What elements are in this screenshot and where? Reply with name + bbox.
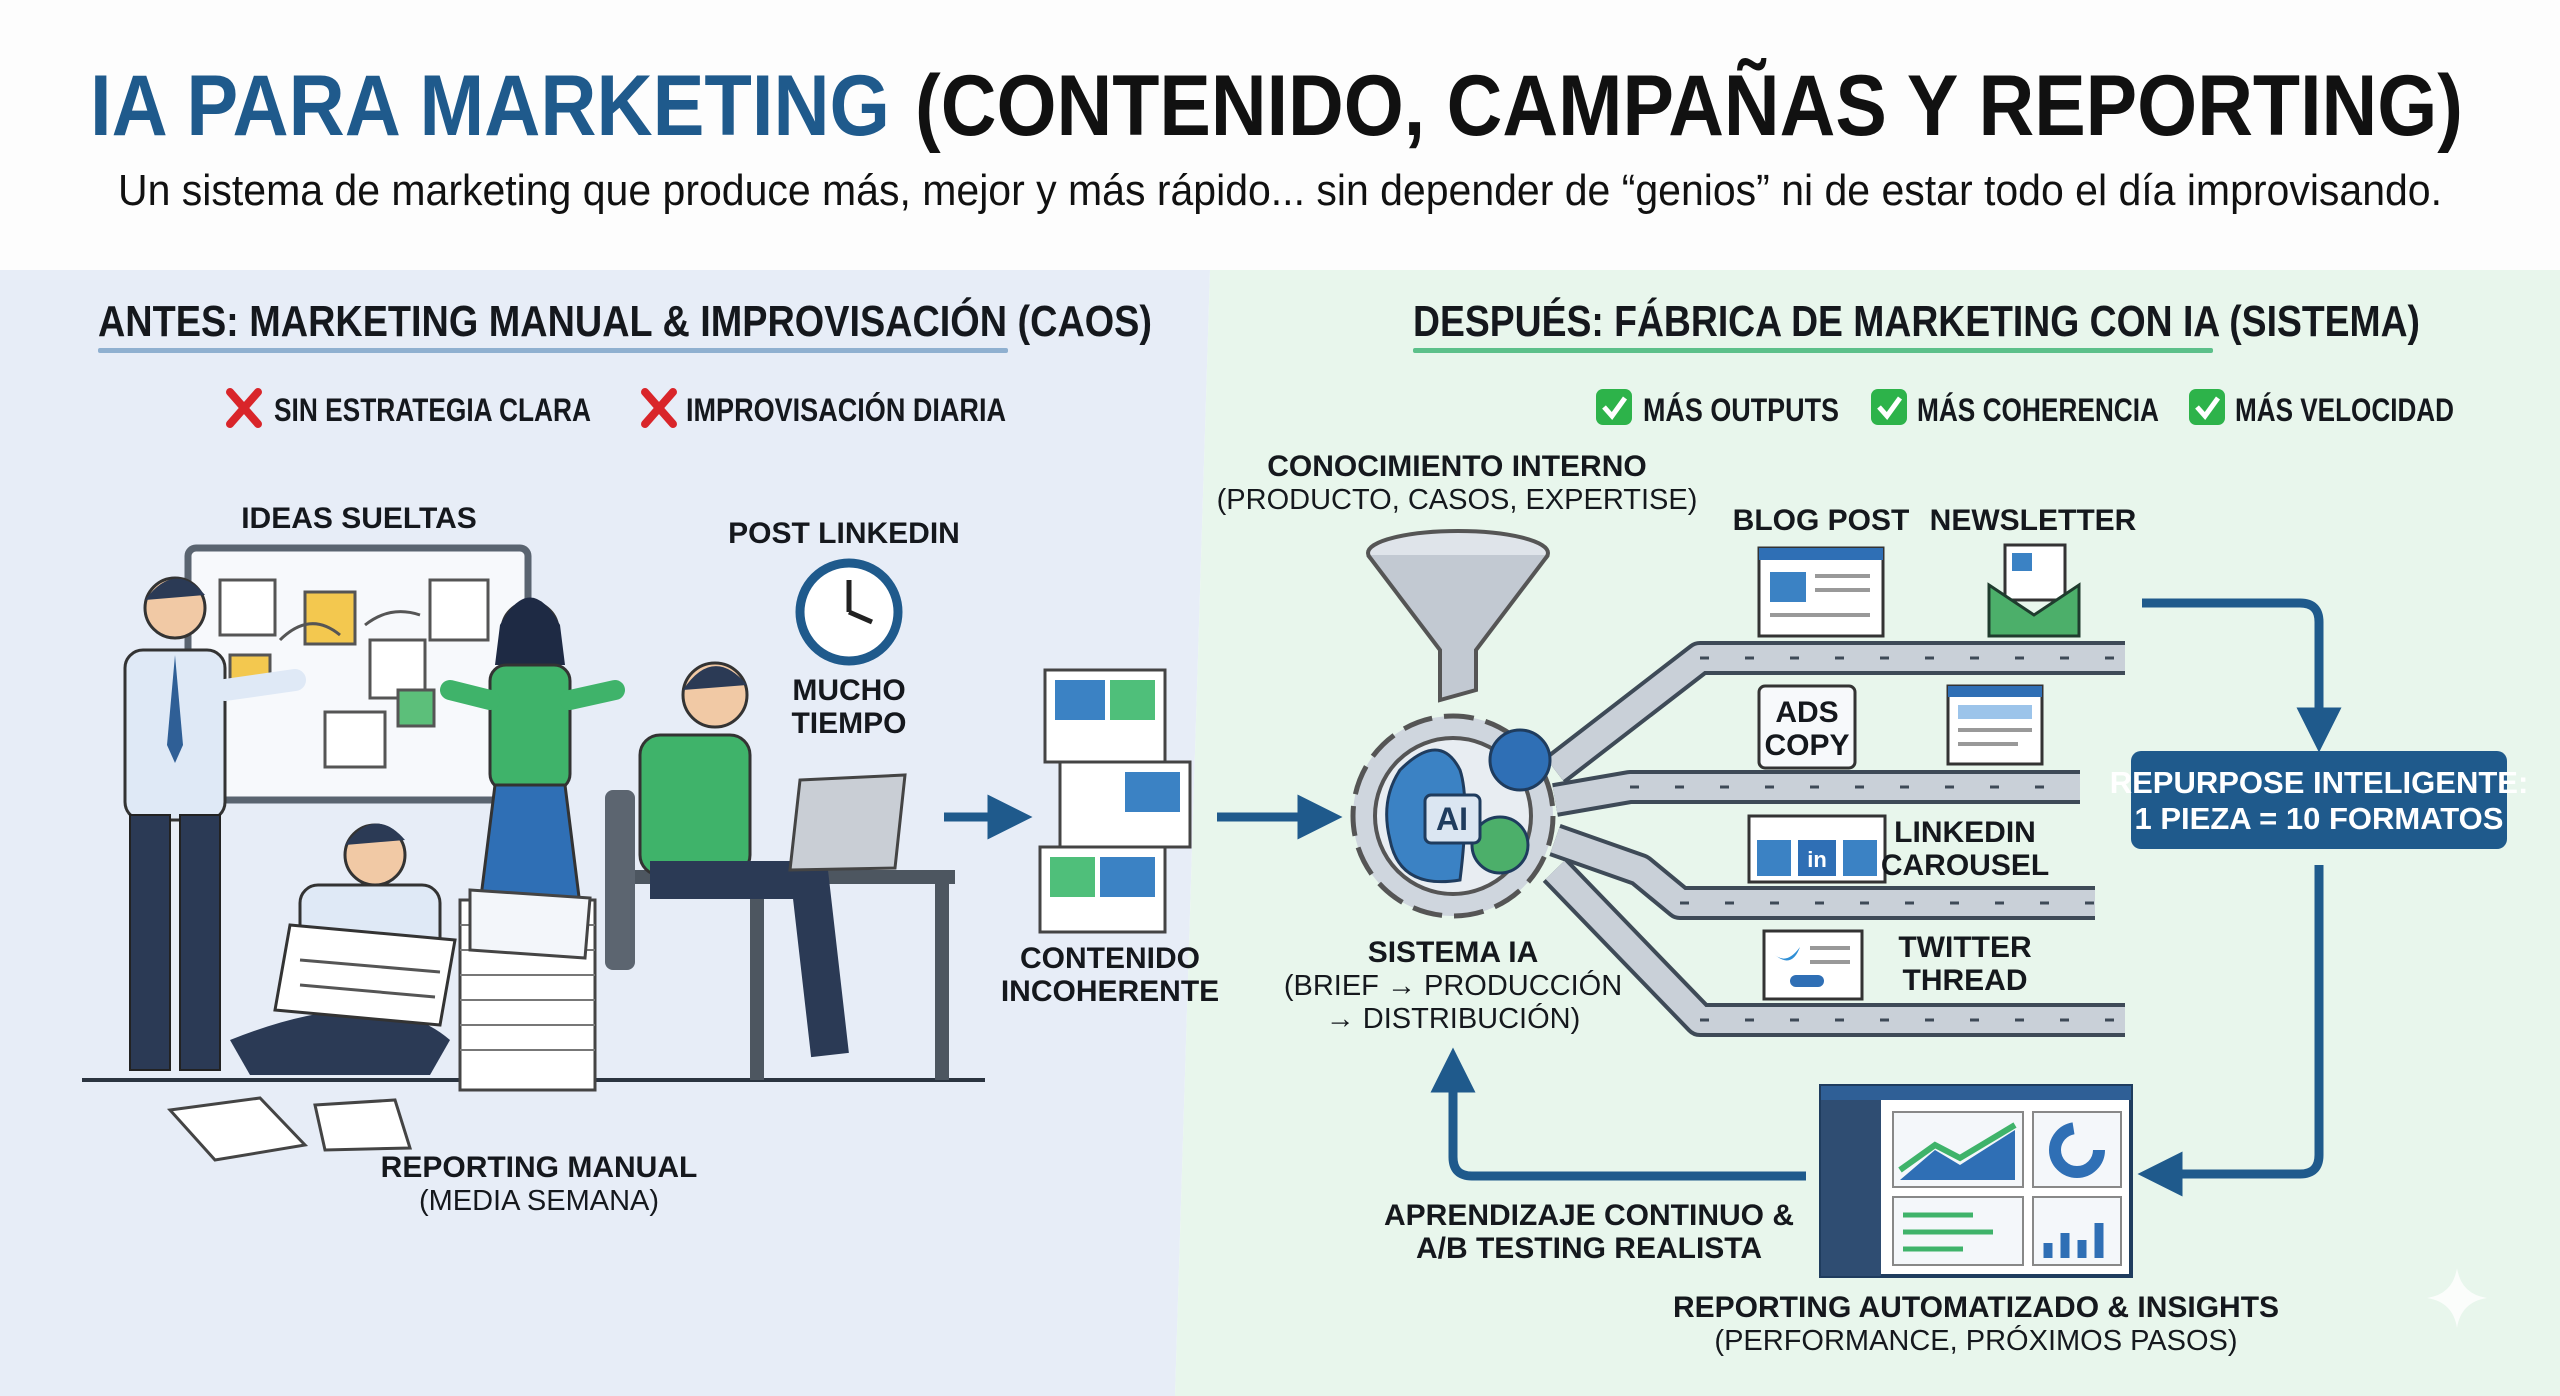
post-linkedin-label: POST LINKEDIN	[728, 517, 960, 550]
badge-label: MÁS COHERENCIA	[1917, 392, 2159, 428]
learning-line2: A/B TESTING REALISTA	[1416, 1232, 1762, 1265]
arrow-learning-loop	[1430, 1047, 1806, 1181]
repurpose-line1: REPURPOSE INTELIGENTE:	[2110, 765, 2529, 800]
gear-icon	[1488, 728, 1552, 792]
stressed-woman-figure	[440, 597, 625, 907]
laptop-icon	[788, 773, 907, 872]
repurpose-line2: 1 PIEZA = 10 FORMATOS	[2135, 801, 2504, 836]
seated-man-with-newspaper	[230, 823, 457, 1075]
newsletter-label: NEWSLETTER	[1930, 504, 2137, 537]
badge-label: MÁS VELOCIDAD	[2235, 392, 2454, 428]
twitter-thread-card	[1762, 929, 1864, 1001]
arrow-to-reporting	[2137, 865, 2324, 1197]
linkedin-label-line2: CAROUSEL	[1881, 849, 2049, 882]
reporting-manual-sub: (MEDIA SEMANA)	[419, 1185, 659, 1217]
badge-label: MÁS OUTPUTS	[1643, 392, 1839, 428]
note	[428, 578, 490, 642]
twitter-label-line2: THREAD	[1903, 964, 2028, 997]
sparkle-icon	[2427, 1268, 2487, 1328]
badge-more-coherence: MÁS COHERENCIA	[1871, 389, 2159, 428]
badge-no-strategy: SIN ESTRATEGIA CLARA	[226, 388, 591, 428]
cross-icon	[226, 388, 262, 428]
ads-label-line1: ADS	[1775, 696, 1838, 729]
spreadsheet-papers	[166, 1096, 413, 1162]
knowledge-sub: (PRODUCTO, CASOS, EXPERTISE)	[1217, 484, 1698, 516]
conveyor-belts	[1542, 641, 2125, 1037]
ideas-label: IDEAS SUELTAS	[241, 502, 477, 535]
time-label-line1: MUCHO	[792, 674, 905, 707]
badge-label: IMPROVISACIÓN DIARIA	[686, 392, 1006, 428]
blog-post-card	[1757, 546, 1885, 638]
check-icon	[1871, 389, 1907, 425]
cross-icon	[641, 388, 677, 428]
title-highlight: IA PARA MARKETING	[90, 58, 890, 154]
after-underline	[1413, 348, 2213, 353]
whiteboard	[184, 544, 532, 804]
linkedin-carousel-card: in	[1747, 814, 1887, 884]
after-heading: DESPUÉS: FÁBRICA DE MARKETING CON IA (SI…	[1413, 296, 2420, 346]
blog-post-label: BLOG POST	[1733, 504, 1910, 537]
badge-daily-improvisation: IMPROVISACIÓN DIARIA	[641, 388, 1006, 428]
check-icon	[1596, 389, 1632, 425]
desk-worker-figure	[605, 661, 955, 1080]
content-label-line1: CONTENIDO	[1020, 942, 1200, 975]
twitter-label-line1: TWITTER	[1898, 931, 2032, 964]
time-label-line2: TIEMPO	[791, 707, 906, 740]
content-label-line2: INCOHERENTE	[1001, 975, 1219, 1008]
reporting-manual-label: REPORTING MANUAL	[381, 1151, 698, 1184]
badge-label: SIN ESTRATEGIA CLARA	[274, 392, 591, 428]
knowledge-label: CONOCIMIENTO INTERNO	[1267, 450, 1646, 483]
note	[368, 638, 427, 700]
linkedin-label-line1: LINKEDIN	[1894, 816, 2036, 849]
linkedin-icon: in	[1807, 847, 1827, 872]
before-underline	[98, 348, 1008, 353]
system-sub-line2: → DISTRIBUCIÓN)	[1326, 1002, 1581, 1035]
gear-icon	[1470, 815, 1530, 875]
sticky-note	[396, 688, 436, 728]
incoherent-content-cubes	[1038, 668, 1192, 934]
reporting-dashboard	[1819, 1084, 2133, 1278]
paper-stack	[458, 888, 597, 1092]
ads-label-line2: COPY	[1764, 729, 1849, 762]
badge-more-speed: MÁS VELOCIDAD	[2189, 389, 2454, 428]
repurpose-box: REPURPOSE INTELIGENTE: 1 PIEZA = 10 FORM…	[2110, 751, 2529, 849]
newsletter-envelope-icon	[1987, 543, 2081, 638]
before-heading: ANTES: MARKETING MANUAL & IMPROVISACIÓN …	[98, 296, 1152, 346]
reporting-auto-sub: (PERFORMANCE, PRÓXIMOS PASOS)	[1714, 1324, 2237, 1357]
system-sub-line1: (BRIEF → PRODUCCIÓN	[1284, 969, 1622, 1002]
sticky-note	[303, 590, 357, 646]
newspaper	[273, 923, 457, 1027]
stressed-man-figure	[123, 576, 306, 1071]
clock-icon	[795, 558, 903, 666]
ai-system-gear: AI	[1350, 713, 1556, 919]
ai-chip-label: AI	[1436, 801, 1468, 837]
ads-copy-card: ADS COPY	[1757, 684, 1857, 770]
system-label: SISTEMA IA	[1368, 936, 1539, 969]
subtitle: Un sistema de marketing que produce más,…	[118, 166, 2442, 215]
ai-chip	[1423, 793, 1482, 845]
browser-card	[1946, 684, 2044, 766]
badge-more-outputs: MÁS OUTPUTS	[1596, 389, 1839, 428]
header-background	[0, 0, 2560, 270]
twitter-bird-icon	[1775, 947, 1800, 961]
funnel-icon	[1366, 529, 1550, 703]
check-icon	[2189, 389, 2225, 425]
reporting-auto-label: REPORTING AUTOMATIZADO & INSIGHTS	[1673, 1291, 2279, 1324]
arrow-to-repurpose	[2142, 598, 2342, 753]
note	[218, 578, 277, 637]
note	[323, 710, 387, 769]
title-rest: (CONTENIDO, CAMPAÑAS Y REPORTING)	[915, 58, 2463, 154]
learning-line1: APRENDIZAJE CONTINUO &	[1384, 1199, 1794, 1232]
